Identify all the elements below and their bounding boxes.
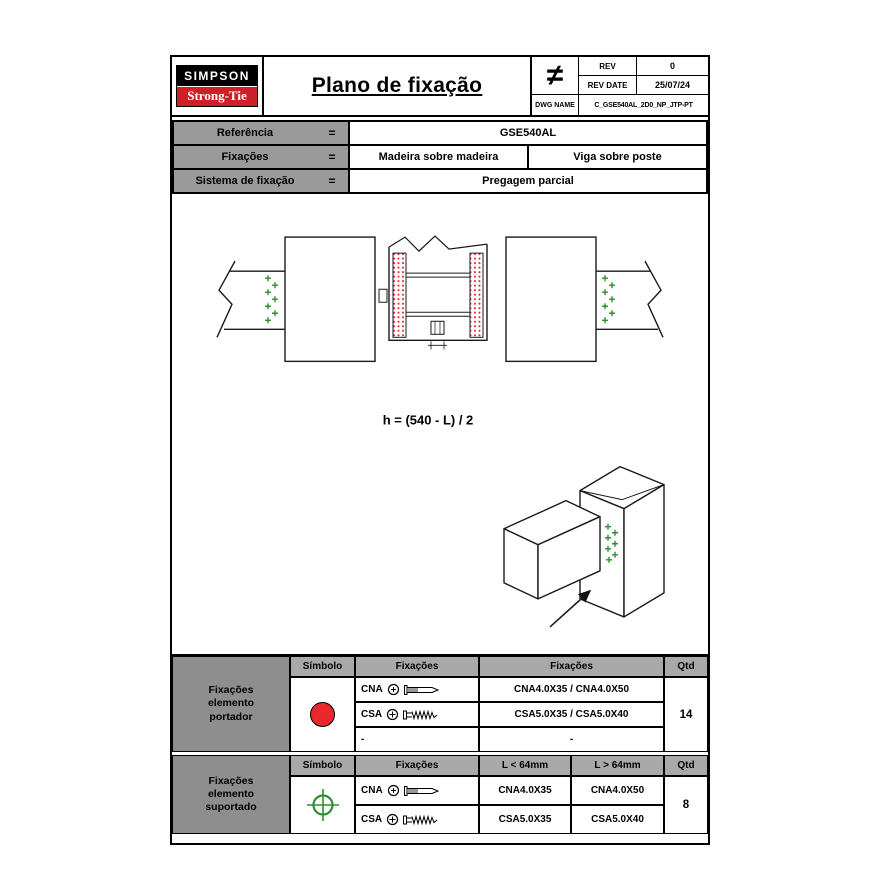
fastener-code-cell: -	[355, 727, 479, 752]
nail-plate-left	[392, 252, 407, 338]
fastener-desc: -	[479, 727, 664, 752]
ring-shank-nail-icon	[403, 785, 439, 796]
symbol-cell	[290, 776, 355, 834]
pointer-arrow	[549, 589, 592, 628]
dwg-name-value: C_GSE540AL_2D0_NP_JTP-PT	[578, 95, 708, 115]
revision-block: ≠ REV 0 REV DATE 25/07/24 DWG NAME C_GSE…	[532, 57, 708, 115]
fastener-code: CNA	[361, 785, 383, 796]
nail-head-icon	[387, 784, 399, 797]
reference-label: Referência	[216, 127, 274, 139]
col-header-simbolo: Símbolo	[290, 656, 355, 677]
fastener-code-cell: CNA	[355, 776, 479, 805]
front-view	[378, 235, 488, 350]
height-formula: h = (540 - L) / 2	[383, 412, 474, 427]
ring-shank-nail-icon	[403, 684, 439, 695]
reference-row: Referência = GSE540AL	[172, 120, 708, 146]
nail-plate-right	[469, 252, 484, 338]
qty-value: 8	[664, 776, 708, 834]
logo-simpson-text: SIMPSON	[177, 66, 257, 86]
red-circle-symbol-icon	[310, 702, 335, 727]
fastener-short: CNA4.0X35	[479, 776, 571, 805]
sheet-title: Plano de fixação	[311, 74, 483, 97]
fixings-label: Fixações	[221, 151, 269, 163]
nail-head-icon	[387, 683, 399, 696]
system-values: Pregagem parcial	[348, 168, 708, 194]
wood-screw-icon	[403, 814, 438, 825]
col-header-qtd: Qtd	[664, 656, 708, 677]
drawing-sheet: SIMPSON Strong-Tie Plano de fixação ≠ RE…	[170, 55, 710, 845]
technical-drawing: h = (540 - L) / 2	[216, 235, 665, 628]
rev-value: 0	[636, 57, 708, 76]
reference-info: Referência = GSE540AL Fixações = Madeira…	[172, 120, 708, 194]
reference-value: GSE540AL	[348, 120, 708, 146]
title-block: SIMPSON Strong-Tie Plano de fixação ≠ RE…	[172, 57, 708, 117]
screw-head-icon	[387, 708, 399, 721]
col-header-fixacoes-2: Fixações	[479, 656, 664, 677]
nail-marks	[605, 523, 618, 563]
fastener-code: CNA	[361, 684, 383, 695]
col-header-qtd: Qtd	[664, 755, 708, 776]
system-label: Sistema de fixação	[195, 175, 295, 187]
equals-sign: =	[328, 150, 336, 164]
wood-screw-icon	[403, 709, 438, 720]
fixings-label-box: Fixações =	[172, 144, 350, 170]
equals-sign: =	[328, 174, 336, 188]
left-side-view	[216, 236, 376, 363]
green-crosshair-symbol-icon	[306, 789, 339, 821]
rev-date-value: 25/07/24	[636, 76, 708, 95]
simpson-strongtie-logo: SIMPSON Strong-Tie	[176, 65, 258, 107]
col-header-fixacoes: Fixações	[355, 755, 479, 776]
reference-label-box: Referência =	[172, 120, 350, 146]
table-suportado: Fixações elemento suportado Símbolo Fixa…	[172, 755, 708, 834]
fastener-short: CSA5.0X35	[479, 805, 571, 834]
dwg-name-label: DWG NAME	[535, 101, 575, 109]
fastener-code-cell: CNA	[355, 677, 479, 702]
fastener-code-cell: CSA	[355, 805, 479, 834]
rev-label: REV	[578, 57, 636, 76]
fastener-desc: CSA5.0X35 / CSA5.0X40	[479, 702, 664, 727]
right-side-view	[505, 236, 664, 363]
not-equal-logo-icon: ≠	[532, 57, 578, 95]
fastener-long: CSA5.0X40	[571, 805, 664, 834]
fixings-row: Fixações = Madeira sobre madeira Viga so…	[172, 144, 708, 170]
reference-values: GSE540AL	[348, 120, 708, 146]
fixings-value-2: Viga sobre poste	[527, 144, 708, 170]
system-row: Sistema de fixação = Pregagem parcial	[172, 168, 708, 194]
col-header-l-short: L < 64mm	[479, 755, 571, 776]
drawing-area: h = (540 - L) / 2	[172, 194, 708, 654]
fastener-tables: Fixações elemento portador Símbolo Fixaç…	[172, 654, 708, 843]
logo-cell: SIMPSON Strong-Tie	[172, 57, 264, 115]
isometric-view	[503, 465, 665, 628]
col-header-l-long: L > 64mm	[571, 755, 664, 776]
symbol-cell	[290, 677, 355, 752]
fastener-code-cell: CSA	[355, 702, 479, 727]
title-cell: Plano de fixação	[264, 57, 532, 115]
screw-head-icon	[387, 813, 399, 826]
table-portador-side-label: Fixações elemento portador	[172, 656, 290, 752]
fixings-value-1: Madeira sobre madeira	[348, 144, 529, 170]
fastener-code: CSA	[361, 814, 383, 825]
table-suportado-side-label: Fixações elemento suportado	[172, 755, 290, 834]
system-label-box: Sistema de fixação =	[172, 168, 350, 194]
fastener-desc: CNA4.0X35 / CNA4.0X50	[479, 677, 664, 702]
fastener-code: CSA	[361, 709, 383, 720]
fastener-long: CNA4.0X50	[571, 776, 664, 805]
logo-strongtie-text: Strong-Tie	[177, 86, 257, 106]
col-header-simbolo: Símbolo	[290, 755, 355, 776]
nail-marks	[602, 275, 615, 324]
rev-date-label: REV DATE	[578, 76, 636, 95]
fixings-values: Madeira sobre madeira Viga sobre poste	[348, 144, 708, 170]
system-value: Pregagem parcial	[348, 168, 708, 194]
col-header-fixacoes: Fixações	[355, 656, 479, 677]
equals-sign: =	[328, 126, 336, 140]
table-portador: Fixações elemento portador Símbolo Fixaç…	[172, 656, 708, 752]
nail-marks	[265, 275, 278, 324]
qty-value: 14	[664, 677, 708, 752]
